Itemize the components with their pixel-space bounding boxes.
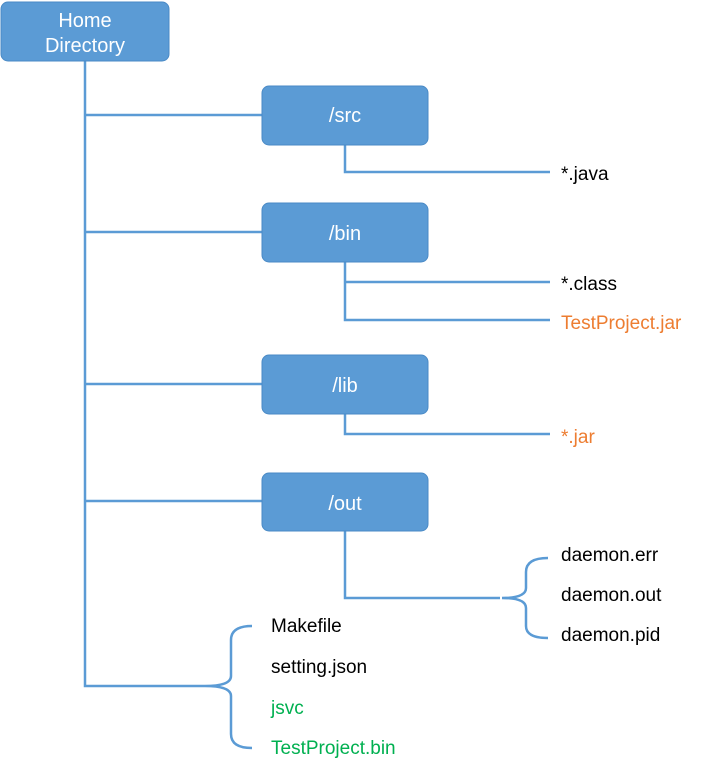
file-makefile: Makefile [271, 616, 342, 637]
file-daemon-out: daemon.out [561, 585, 662, 606]
lib-children-line [343, 414, 550, 436]
root-files-brace [204, 624, 253, 750]
file-daemon-err: daemon.err [561, 545, 659, 566]
file-testproject-jar: TestProject.jar [561, 313, 682, 334]
out-children-line [343, 531, 500, 600]
folder-lib-label: /lib [332, 375, 358, 397]
file-daemon-pid: daemon.pid [561, 625, 660, 646]
trunk-line [83, 60, 205, 688]
folder-bin: /bin [261, 202, 429, 263]
root-node: Home Directory [0, 1, 170, 62]
file-lib-jar: *.jar [561, 427, 595, 448]
folder-out-label: /out [328, 493, 362, 515]
connectors [83, 60, 550, 750]
folder-out: /out [261, 472, 429, 532]
bin-children-line [343, 262, 550, 322]
folder-lib: /lib [261, 354, 429, 415]
root-label-line1: Home [58, 10, 111, 32]
folder-src-label: /src [329, 105, 361, 127]
file-class: *.class [561, 274, 617, 295]
file-java: *.java [561, 164, 609, 185]
file-setting-json: setting.json [271, 657, 367, 678]
src-children-line [343, 145, 550, 174]
root-label-line2: Directory [45, 35, 125, 57]
file-testproject-bin: TestProject.bin [271, 738, 396, 759]
folder-src: /src [261, 85, 429, 146]
out-files-brace [501, 556, 549, 640]
file-jsvc: jsvc [270, 698, 304, 719]
folder-bin-label: /bin [329, 223, 361, 245]
